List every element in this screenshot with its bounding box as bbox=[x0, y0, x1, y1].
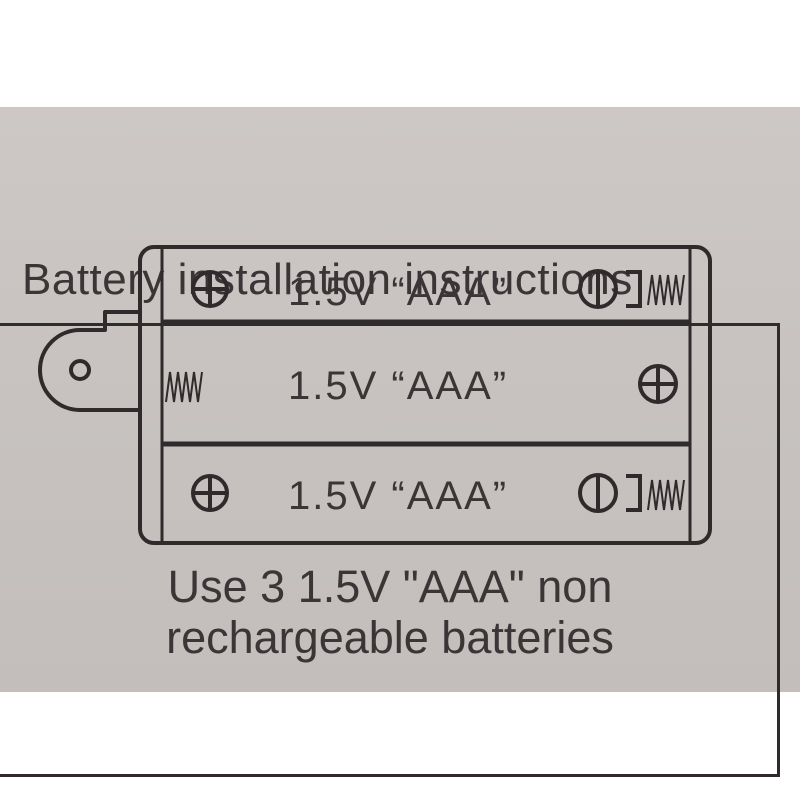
plus-terminal-icon bbox=[191, 474, 229, 512]
spring-icon bbox=[165, 371, 203, 403]
battery-slot-1: 1.5V “AAA” bbox=[191, 269, 685, 314]
slot-3-label: 1.5V “AAA” bbox=[288, 474, 508, 518]
minus-terminal-icon bbox=[578, 269, 642, 309]
spring-icon bbox=[647, 274, 685, 306]
spring-icon bbox=[647, 479, 685, 511]
slot-1-label: 1.5V “AAA” bbox=[288, 270, 508, 314]
instructions-heading: Battery installation instructions bbox=[22, 255, 633, 304]
plus-terminal-icon bbox=[191, 270, 229, 308]
minus-terminal-icon bbox=[578, 473, 642, 513]
battery-holder-outline bbox=[138, 245, 712, 545]
slot-2-label: 1.5V “AAA” bbox=[288, 364, 508, 408]
plus-terminal-icon bbox=[638, 364, 678, 404]
caption-line-1: Use 3 1.5V "AAA" non bbox=[167, 561, 613, 612]
instruction-label-photo: Battery installation instructions 1.5V “… bbox=[0, 107, 800, 777]
battery-holder-diagram: 1.5V “AAA” 1.5V “AAA” bbox=[38, 245, 712, 545]
caption-line-2: rechargeable batteries bbox=[166, 612, 614, 663]
battery-slot-2: 1.5V “AAA” bbox=[165, 364, 678, 408]
mounting-hole bbox=[69, 359, 91, 381]
battery-slot-3: 1.5V “AAA” bbox=[191, 473, 685, 518]
mounting-tab bbox=[38, 310, 140, 412]
